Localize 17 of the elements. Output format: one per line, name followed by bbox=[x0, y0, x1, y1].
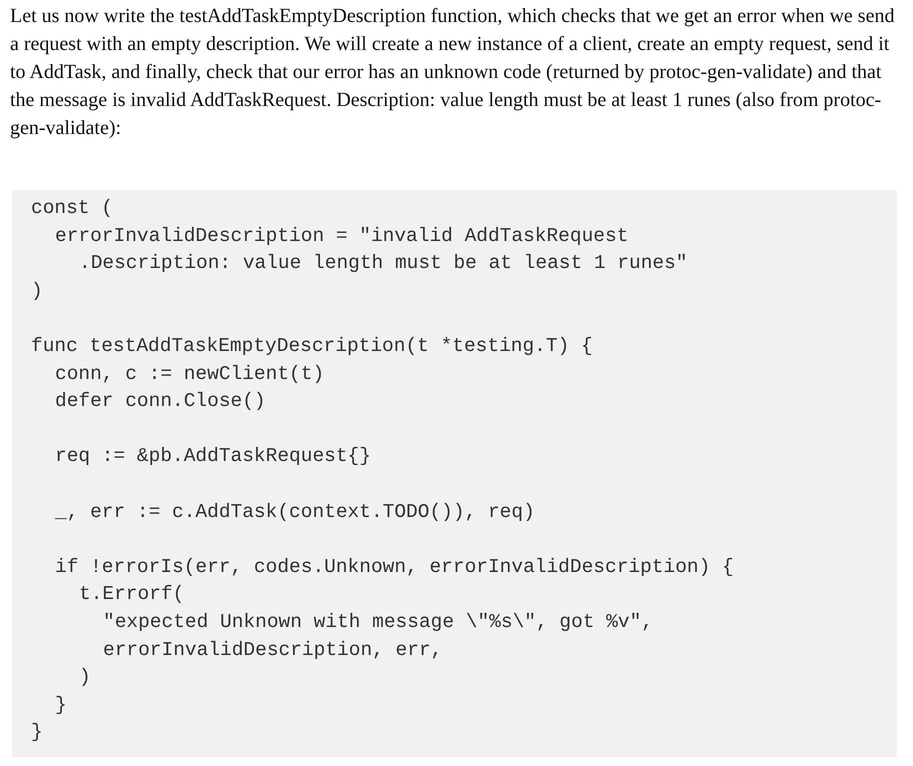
code-line: req := &pb.AddTaskRequest{} bbox=[55, 444, 371, 468]
code-line: ) bbox=[79, 665, 91, 690]
code-line: errorInvalidDescription, err, bbox=[103, 638, 442, 662]
code-line: ) bbox=[31, 278, 43, 303]
code-line: if !errorIs(err, codes.Unknown, errorInvalidDescription) { bbox=[55, 554, 734, 579]
code-line: const ( bbox=[31, 196, 113, 220]
paragraph: Let us now write the testAddTaskEmptyDescription function, which checks that we get an error when we send a request with an empty description. We will create a new instance of a client, create an empty request, send it to AddTask, and finally, check that our error has an unknown code (returned by protoc-gen-validate) and that the message is invalid AddTaskRequest. Description: value length must be at least 1 runes (also from protoc-gen-validate): bbox=[10, 4, 896, 141]
code-line: errorInvalidDescription = "invalid AddTaskRequest bbox=[55, 224, 628, 248]
code-line: defer conn.Close() bbox=[55, 389, 266, 414]
code-line: t.Errorf( bbox=[79, 582, 184, 606]
code-line: _, err := c.AddTask(context.TODO()), req) bbox=[55, 500, 535, 524]
code-line: } bbox=[55, 692, 67, 717]
code-line: } bbox=[31, 720, 43, 744]
code-line: conn, c := newClient(t) bbox=[55, 362, 324, 386]
code-line: "expected Unknown with message \"%s\", got %v", bbox=[103, 610, 653, 634]
code-line: .Description: value length must be at least 1 runes" bbox=[79, 251, 688, 276]
code-line: func testAddTaskEmptyDescription(t *testing.T) { bbox=[31, 334, 593, 358]
